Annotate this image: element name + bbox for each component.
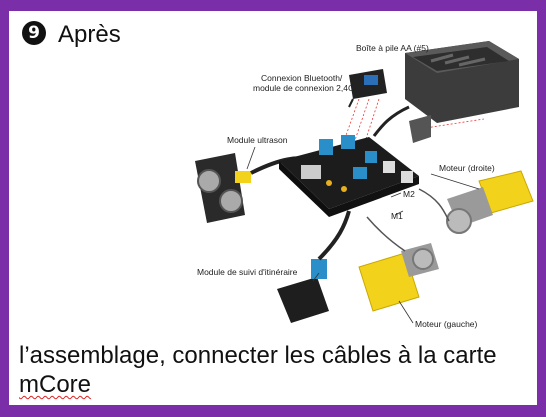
ultrasonic-sensor xyxy=(195,153,315,223)
port-m1-label: M1 xyxy=(391,211,403,221)
bluetooth-module xyxy=(348,69,387,108)
caption-line1: l’assemblage, connecter les câbles à la … xyxy=(19,342,497,369)
motor-right xyxy=(418,170,534,234)
dashed-leader-lines xyxy=(343,98,485,146)
caption-text: l’assemblage, connecter les câbles à la … xyxy=(19,341,534,399)
battery-label: Boîte à pile AA (#5) xyxy=(356,43,429,53)
line-follower-label: Module de suivi d'itinéraire xyxy=(197,267,298,277)
callout-lines xyxy=(246,146,480,324)
mcore-assembly-diagram: Boîte à pile AA (#5) Connexion Bluetooth… xyxy=(195,41,534,329)
motor-left xyxy=(358,216,439,312)
bluetooth-label-line1: Connexion Bluetooth/ xyxy=(261,73,343,83)
battery-box xyxy=(372,41,519,143)
slide-card: 9 Après xyxy=(9,11,537,405)
line-follower-module xyxy=(277,210,351,323)
step-title: Après xyxy=(58,21,121,48)
step-number-badge: 9 xyxy=(22,21,46,45)
caption-line2: mCore xyxy=(19,371,92,398)
motor-right-label: Moteur (droite) xyxy=(439,163,495,173)
ultrasonic-label: Module ultrason xyxy=(227,135,288,145)
mcore-board xyxy=(279,135,419,217)
motor-left-label: Moteur (gauche) xyxy=(415,319,478,329)
port-m2-label: M2 xyxy=(403,189,415,199)
bluetooth-label-line2: module de connexion 2,4G xyxy=(253,83,355,93)
